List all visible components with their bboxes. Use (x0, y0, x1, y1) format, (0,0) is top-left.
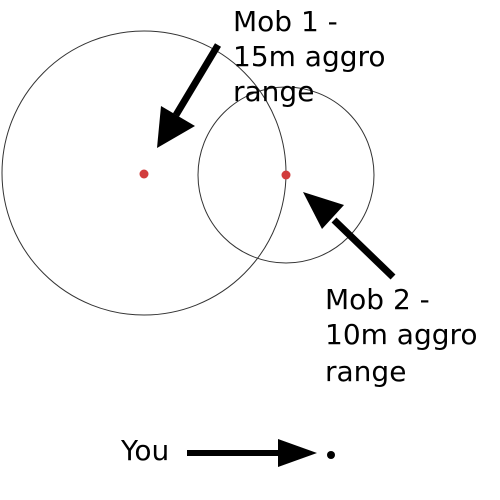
player-label: You (120, 434, 169, 467)
mob1-label-line-2: 15m aggro (233, 40, 386, 73)
mob1-dot (139, 169, 149, 179)
mob2-label-line-3: range (325, 355, 406, 388)
player-arrow (187, 439, 317, 467)
mob1-label-line-1: Mob 1 - (233, 5, 338, 38)
mob1-label: Mob 1 - 15m aggro range (233, 5, 394, 108)
mob2-label-line-2: 10m aggro (325, 318, 478, 351)
mob2-label-line-1: Mob 2 - (325, 283, 430, 316)
mob2-aggro-circle (197, 86, 375, 264)
mob1-label-line-3: range (233, 75, 314, 108)
mob2-arrow (303, 192, 396, 280)
mob2-label: Mob 2 - 10m aggro range (325, 283, 486, 388)
mob2-dot (281, 170, 291, 180)
player-dot (327, 451, 335, 459)
mob1-arrow (157, 43, 222, 148)
